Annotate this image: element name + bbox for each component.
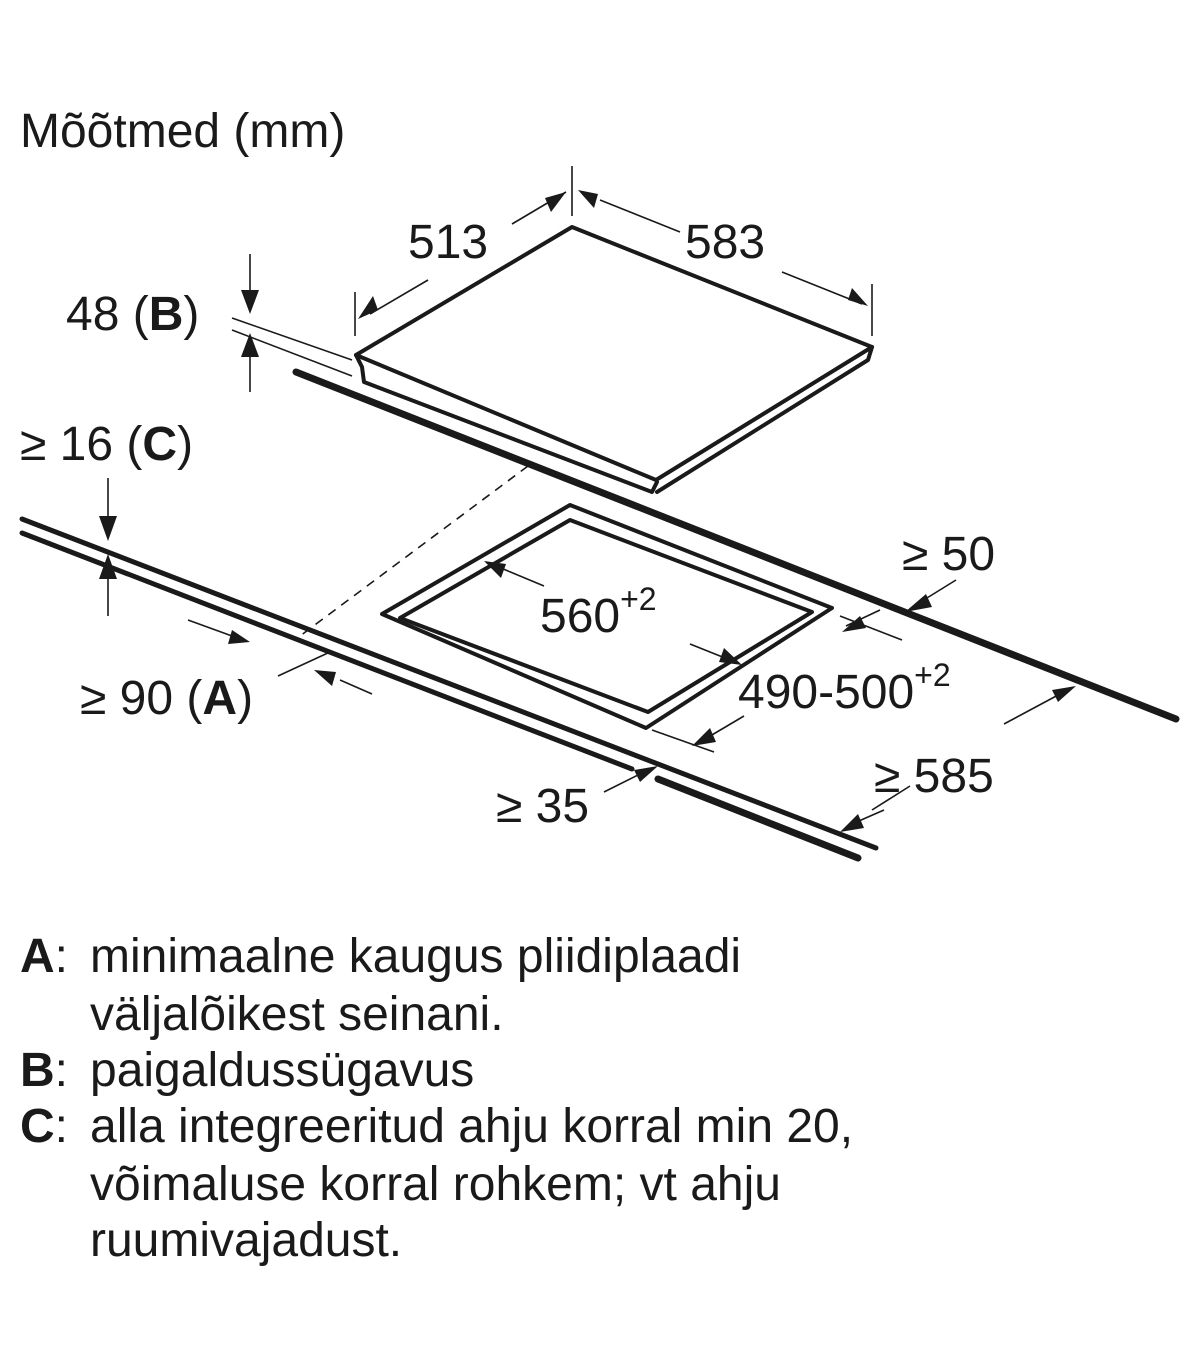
- dim-gap-label: ≥ 16 (C): [20, 418, 193, 471]
- dim-front-edge-label: ≥ 35: [496, 780, 589, 833]
- cutout: [380, 503, 834, 730]
- dim-worktop-depth-label: ≥ 585: [874, 750, 994, 803]
- dim-560: 560+2: [484, 561, 742, 665]
- legend-key: B: [20, 1044, 55, 1097]
- legend: A: minimaalne kaugus pliidiplaadi väljal…: [20, 930, 853, 1267]
- cooktop: [354, 225, 874, 494]
- legend-text-line: alla integreeritud ahju korral min 20,: [90, 1100, 853, 1153]
- dim-583: 583: [571, 166, 873, 336]
- legend-item-b: B: paigaldussügavus: [20, 1044, 474, 1097]
- dim-16-c: ≥ 16 (C): [20, 418, 193, 616]
- legend-text-line: ruumivajadust.: [90, 1214, 402, 1267]
- legend-text-line: võimaluse korral rohkem; vt ahju: [90, 1158, 781, 1211]
- dim-width-label: 583: [685, 216, 765, 269]
- cooktop-front-thickness: [354, 353, 659, 494]
- worktop-front-top-edge: [19, 516, 879, 851]
- legend-key: C: [20, 1100, 55, 1153]
- dim-490-500: 490-500+2: [651, 609, 951, 753]
- worktop-front-lower-edge-right: [654, 775, 862, 862]
- legend-item-c: C: alla integreeritud ahju korral min 20…: [20, 1100, 853, 1267]
- worktop: [19, 368, 1180, 862]
- dim-513: 513: [354, 191, 567, 336]
- svg-text:B:: B:: [20, 1044, 68, 1097]
- cooktop-side-thickness: [655, 345, 874, 494]
- legend-text-line: väljalõikest seinani.: [90, 988, 504, 1041]
- worktop-back-edge: [292, 368, 1180, 723]
- diagram-title: Mõõtmed (mm): [20, 105, 345, 158]
- dim-height-label: 48 (B): [66, 288, 199, 341]
- dim-back-clearance-label: ≥ 50: [902, 528, 995, 581]
- legend-text-line: paigaldussügavus: [90, 1044, 474, 1097]
- dim-wall-label: ≥ 90 (A): [80, 672, 253, 725]
- cutout-inner: [398, 518, 814, 714]
- dim-cutout-depth-label: 490-500+2: [738, 657, 951, 719]
- dim-50: ≥ 50: [902, 528, 995, 612]
- dim-90-a: ≥ 90 (A): [80, 619, 373, 725]
- dim-585: ≥ 585: [840, 686, 1076, 832]
- cutout-outer: [380, 503, 834, 730]
- legend-key: A: [20, 930, 55, 983]
- svg-text:C:: C:: [20, 1100, 68, 1153]
- dim-cutout-width-label: 560+2: [540, 581, 657, 643]
- svg-text:A:: A:: [20, 930, 68, 983]
- worktop-front-lower-edge-left: [19, 530, 635, 772]
- legend-item-a: A: minimaalne kaugus pliidiplaadi väljal…: [20, 930, 741, 1041]
- dim-48-b: 48 (B): [66, 254, 353, 392]
- dim-depth-label: 513: [408, 216, 488, 269]
- legend-text-line: minimaalne kaugus pliidiplaadi: [90, 930, 741, 983]
- dim-35: ≥ 35: [496, 766, 658, 833]
